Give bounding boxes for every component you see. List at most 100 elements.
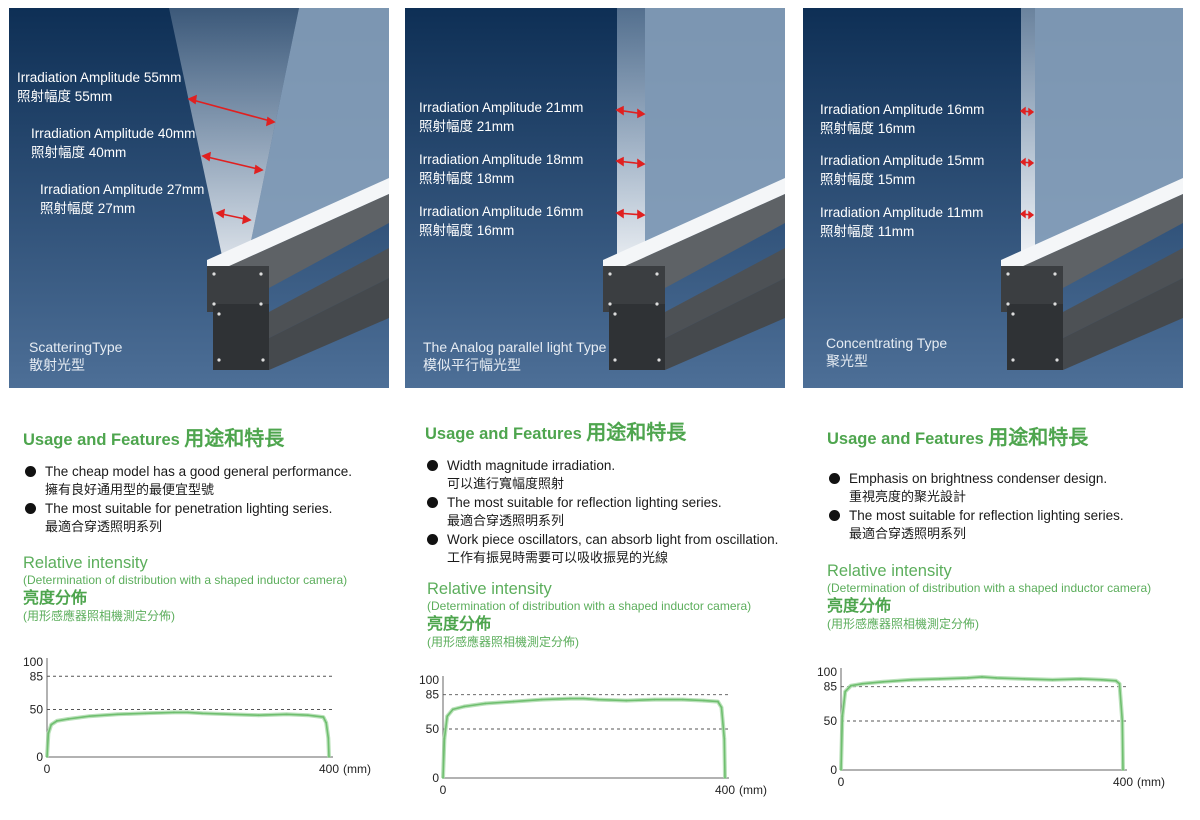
usage-title-en: Usage and Features [23,431,180,449]
y-tick-label: 100 [817,665,837,679]
column-concentrating: Irradiation Amplitude 16mm 照射幅度 16mm Irr… [803,0,1183,820]
feature-zh: 最適合穿透照明系列 [447,512,565,528]
ri-title-zh: 亮度分佈 [23,590,88,607]
data-point [328,756,330,758]
ri-subtitle: (Determination of distribution with a sh… [827,581,1152,595]
column-analog-parallel: Irradiation Amplitude 21mm 照射幅度 21mm Irr… [405,0,785,820]
list-item: The cheap model has a good general perfo… [23,463,393,498]
data-point [702,699,705,702]
data-point [910,678,913,681]
amplitude-en: Irradiation Amplitude 27mm [40,182,205,197]
amplitude-en: Irradiation Amplitude 40mm [31,126,196,141]
data-point [463,705,466,708]
data-point [540,698,543,701]
intensity-line [840,676,1124,771]
data-point [46,756,48,758]
bullet-icon [427,534,438,545]
usage-section: Usage and Features 用途和特長 Width magnitude… [425,416,795,568]
data-point [285,713,288,716]
x-tick-label: 0 [44,762,51,776]
amplitude-en: Irradiation Amplitude 16mm [419,204,584,219]
feature-zh: 工作有振晃時需要可以吸收振晃的光線 [447,549,669,565]
data-point [625,699,628,702]
data-point [67,718,70,720]
type-zh: 模似平行幅光型 [423,357,521,373]
data-point [717,700,719,703]
data-point [257,714,260,717]
feature-zh: 重視亮度的聚光設計 [849,488,967,504]
amplitude-zh: 照射幅度 11mm [820,224,915,239]
data-point [446,715,449,718]
x-tick-label: 400 [319,762,339,776]
intensity-line [442,697,726,779]
x-unit-label: (mm) [1137,775,1165,789]
data-point [512,700,515,703]
amplitude-zh: 照射幅度 16mm [419,223,515,238]
data-point [325,721,328,724]
amplitude-label-1: Irradiation Amplitude 16mm 照射幅度 16mm [820,100,984,138]
data-point [55,720,58,722]
data-point [583,697,585,700]
data-point [1051,678,1054,681]
data-point [187,711,189,714]
amplitude-en: Irradiation Amplitude 11mm [820,205,984,220]
type-en: Concentrating Type [826,335,948,351]
list-item: The most suitable for penetration lighti… [23,500,393,535]
data-point [841,715,844,717]
column-scattering: Irradiation Amplitude 55mm 照射幅度 55mm Irr… [9,0,389,820]
usage-title-zh: 用途和特長 [184,428,285,450]
data-point [681,698,684,701]
feature-en: The most suitable for reflection lightin… [447,495,722,510]
relative-intensity-section: Relative intensity (Determination of dis… [23,554,393,624]
amplitude-en: Irradiation Amplitude 55mm [17,70,182,85]
bullet-icon [829,510,840,521]
amplitude-label-2: Irradiation Amplitude 18mm 照射幅度 18mm [419,150,583,188]
data-point [50,723,53,726]
data-point [723,737,726,740]
y-tick-label: 0 [830,763,837,777]
usage-section: Usage and Features 用途和特長 Emphasis on bri… [827,421,1197,544]
amplitude-arrows [615,105,646,220]
x-unit-label: (mm) [343,762,371,776]
usage-section: Usage and Features 用途和特長 The cheap model… [23,422,393,537]
scene-analog-parallel [405,8,785,388]
data-point [938,677,941,680]
intensity-line-glow [839,674,1125,771]
bullet-icon [25,503,36,514]
data-point [88,715,91,718]
usage-title-en: Usage and Features [425,425,582,443]
type-label: The Analog parallel light Type 模似平行幅光型 [423,338,606,374]
bullet-icon [427,497,438,508]
y-tick-label: 100 [419,673,439,687]
type-zh: 聚光型 [826,353,868,369]
amplitude-en: Irradiation Amplitude 21mm [419,100,584,115]
relative-intensity-section: Relative intensity (Determination of dis… [827,562,1197,632]
ri-subtitle-zh: (用形感應器照相機測定分佈) [427,635,579,649]
illustration-panel-concentrating: Irradiation Amplitude 16mm 照射幅度 16mm Irr… [803,8,1183,388]
data-point [849,684,852,687]
amplitude-label-2: Irradiation Amplitude 40mm 照射幅度 40mm [31,124,195,162]
usage-title: Usage and Features 用途和特長 [425,416,795,445]
type-en: The Analog parallel light Type [423,339,607,355]
amplitude-zh: 照射幅度 27mm [40,201,136,216]
ri-title: Relative intensity [23,554,148,572]
amplitude-zh: 照射幅度 40mm [31,145,127,160]
feature-zh: 擁有良好通用型的最便宜型號 [45,481,215,497]
data-point [1122,769,1124,771]
amplitude-label-1: Irradiation Amplitude 55mm 照射幅度 55mm [17,68,181,106]
type-en: ScatteringType [29,339,123,355]
data-point [995,676,997,679]
y-tick-label: 85 [30,669,44,683]
amplitude-label-1: Irradiation Amplitude 21mm 照射幅度 21mm [419,98,583,136]
list-item: The most suitable for reflection lightin… [425,494,795,529]
y-tick-label: 50 [426,722,440,736]
list-item: Emphasis on brightness condenser design.… [827,470,1197,505]
x-tick-label: 0 [440,783,447,797]
scene-concentrating [803,8,1183,388]
data-point [443,737,446,740]
usage-title-zh: 用途和特長 [988,427,1089,449]
amplitude-arrows [1019,106,1035,220]
data-point [882,680,885,683]
data-point [1121,720,1124,722]
amplitude-en: Irradiation Amplitude 15mm [820,153,985,168]
